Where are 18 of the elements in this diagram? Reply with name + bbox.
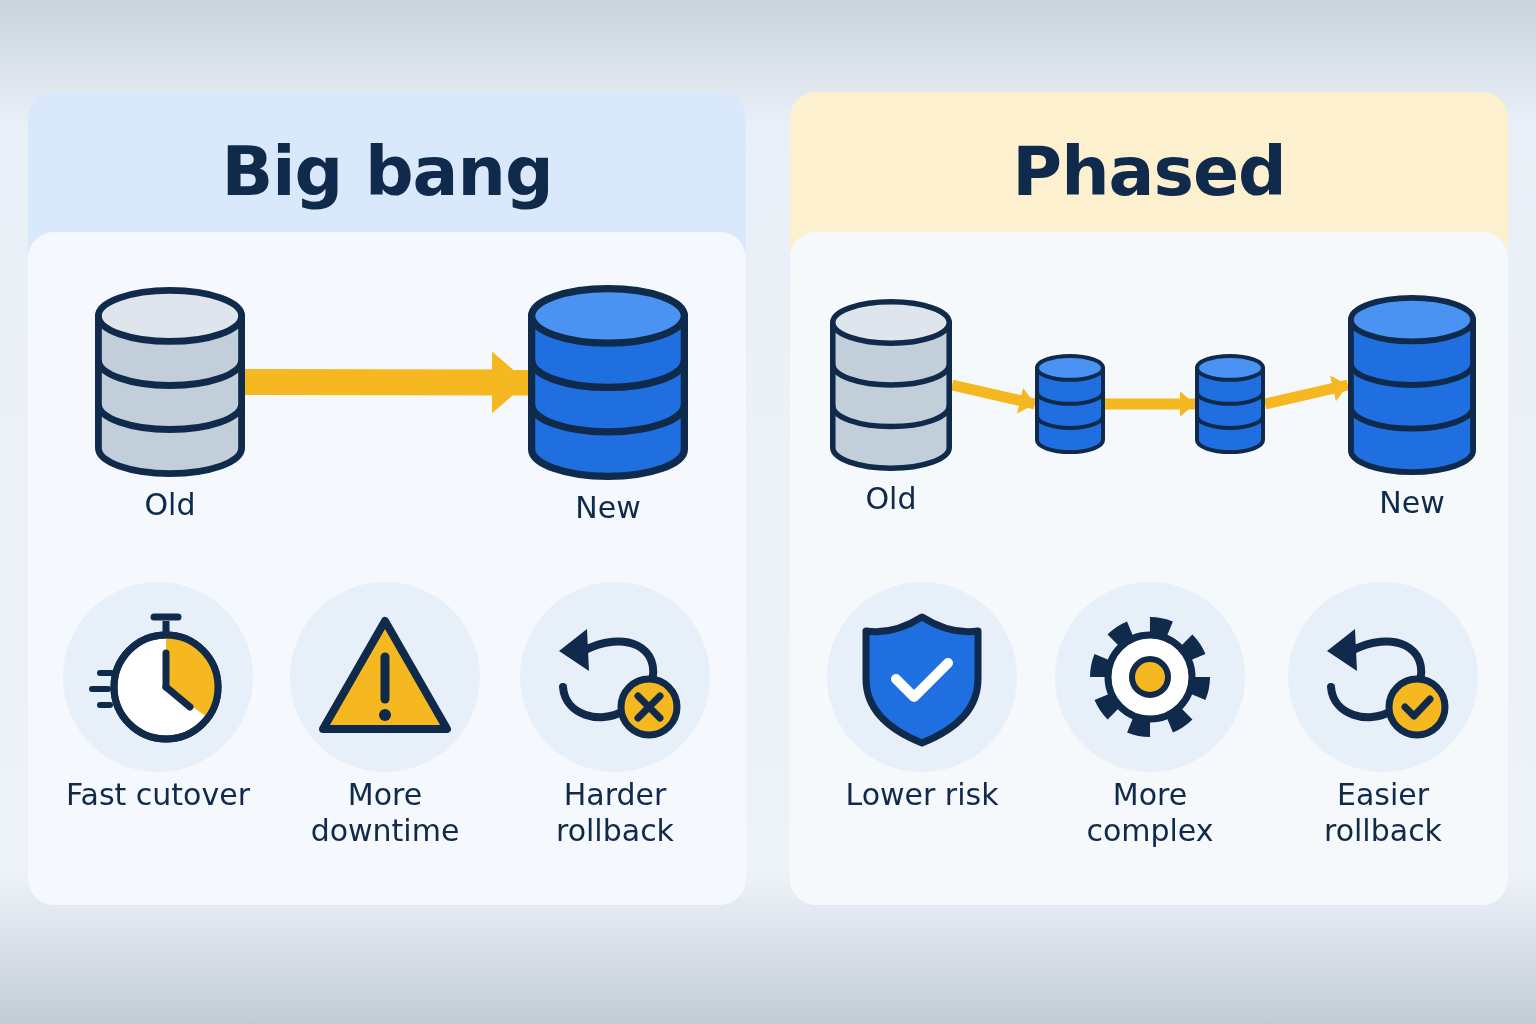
panel-heading: Phased: [1011, 132, 1287, 211]
node-label: More complex: [1085, 777, 1215, 849]
node-label: Old: [143, 487, 197, 523]
panel-heading: Big bang: [220, 132, 554, 211]
node-label: Harder rollback: [555, 777, 675, 849]
node-label: More downtime: [309, 777, 461, 849]
node-label: New: [1378, 485, 1446, 521]
arrow: [1105, 390, 1195, 418]
panel: [790, 92, 1508, 905]
panel: [28, 92, 746, 905]
node-label: Old: [864, 481, 918, 517]
arrow: [244, 351, 529, 414]
node-label: New: [574, 490, 642, 526]
arrow: [1263, 375, 1350, 410]
node-label: Lower risk: [844, 777, 1000, 813]
arrow: [950, 379, 1037, 414]
node-label: Fast cutover: [65, 777, 251, 813]
node-label: Easier rollback: [1323, 777, 1443, 849]
